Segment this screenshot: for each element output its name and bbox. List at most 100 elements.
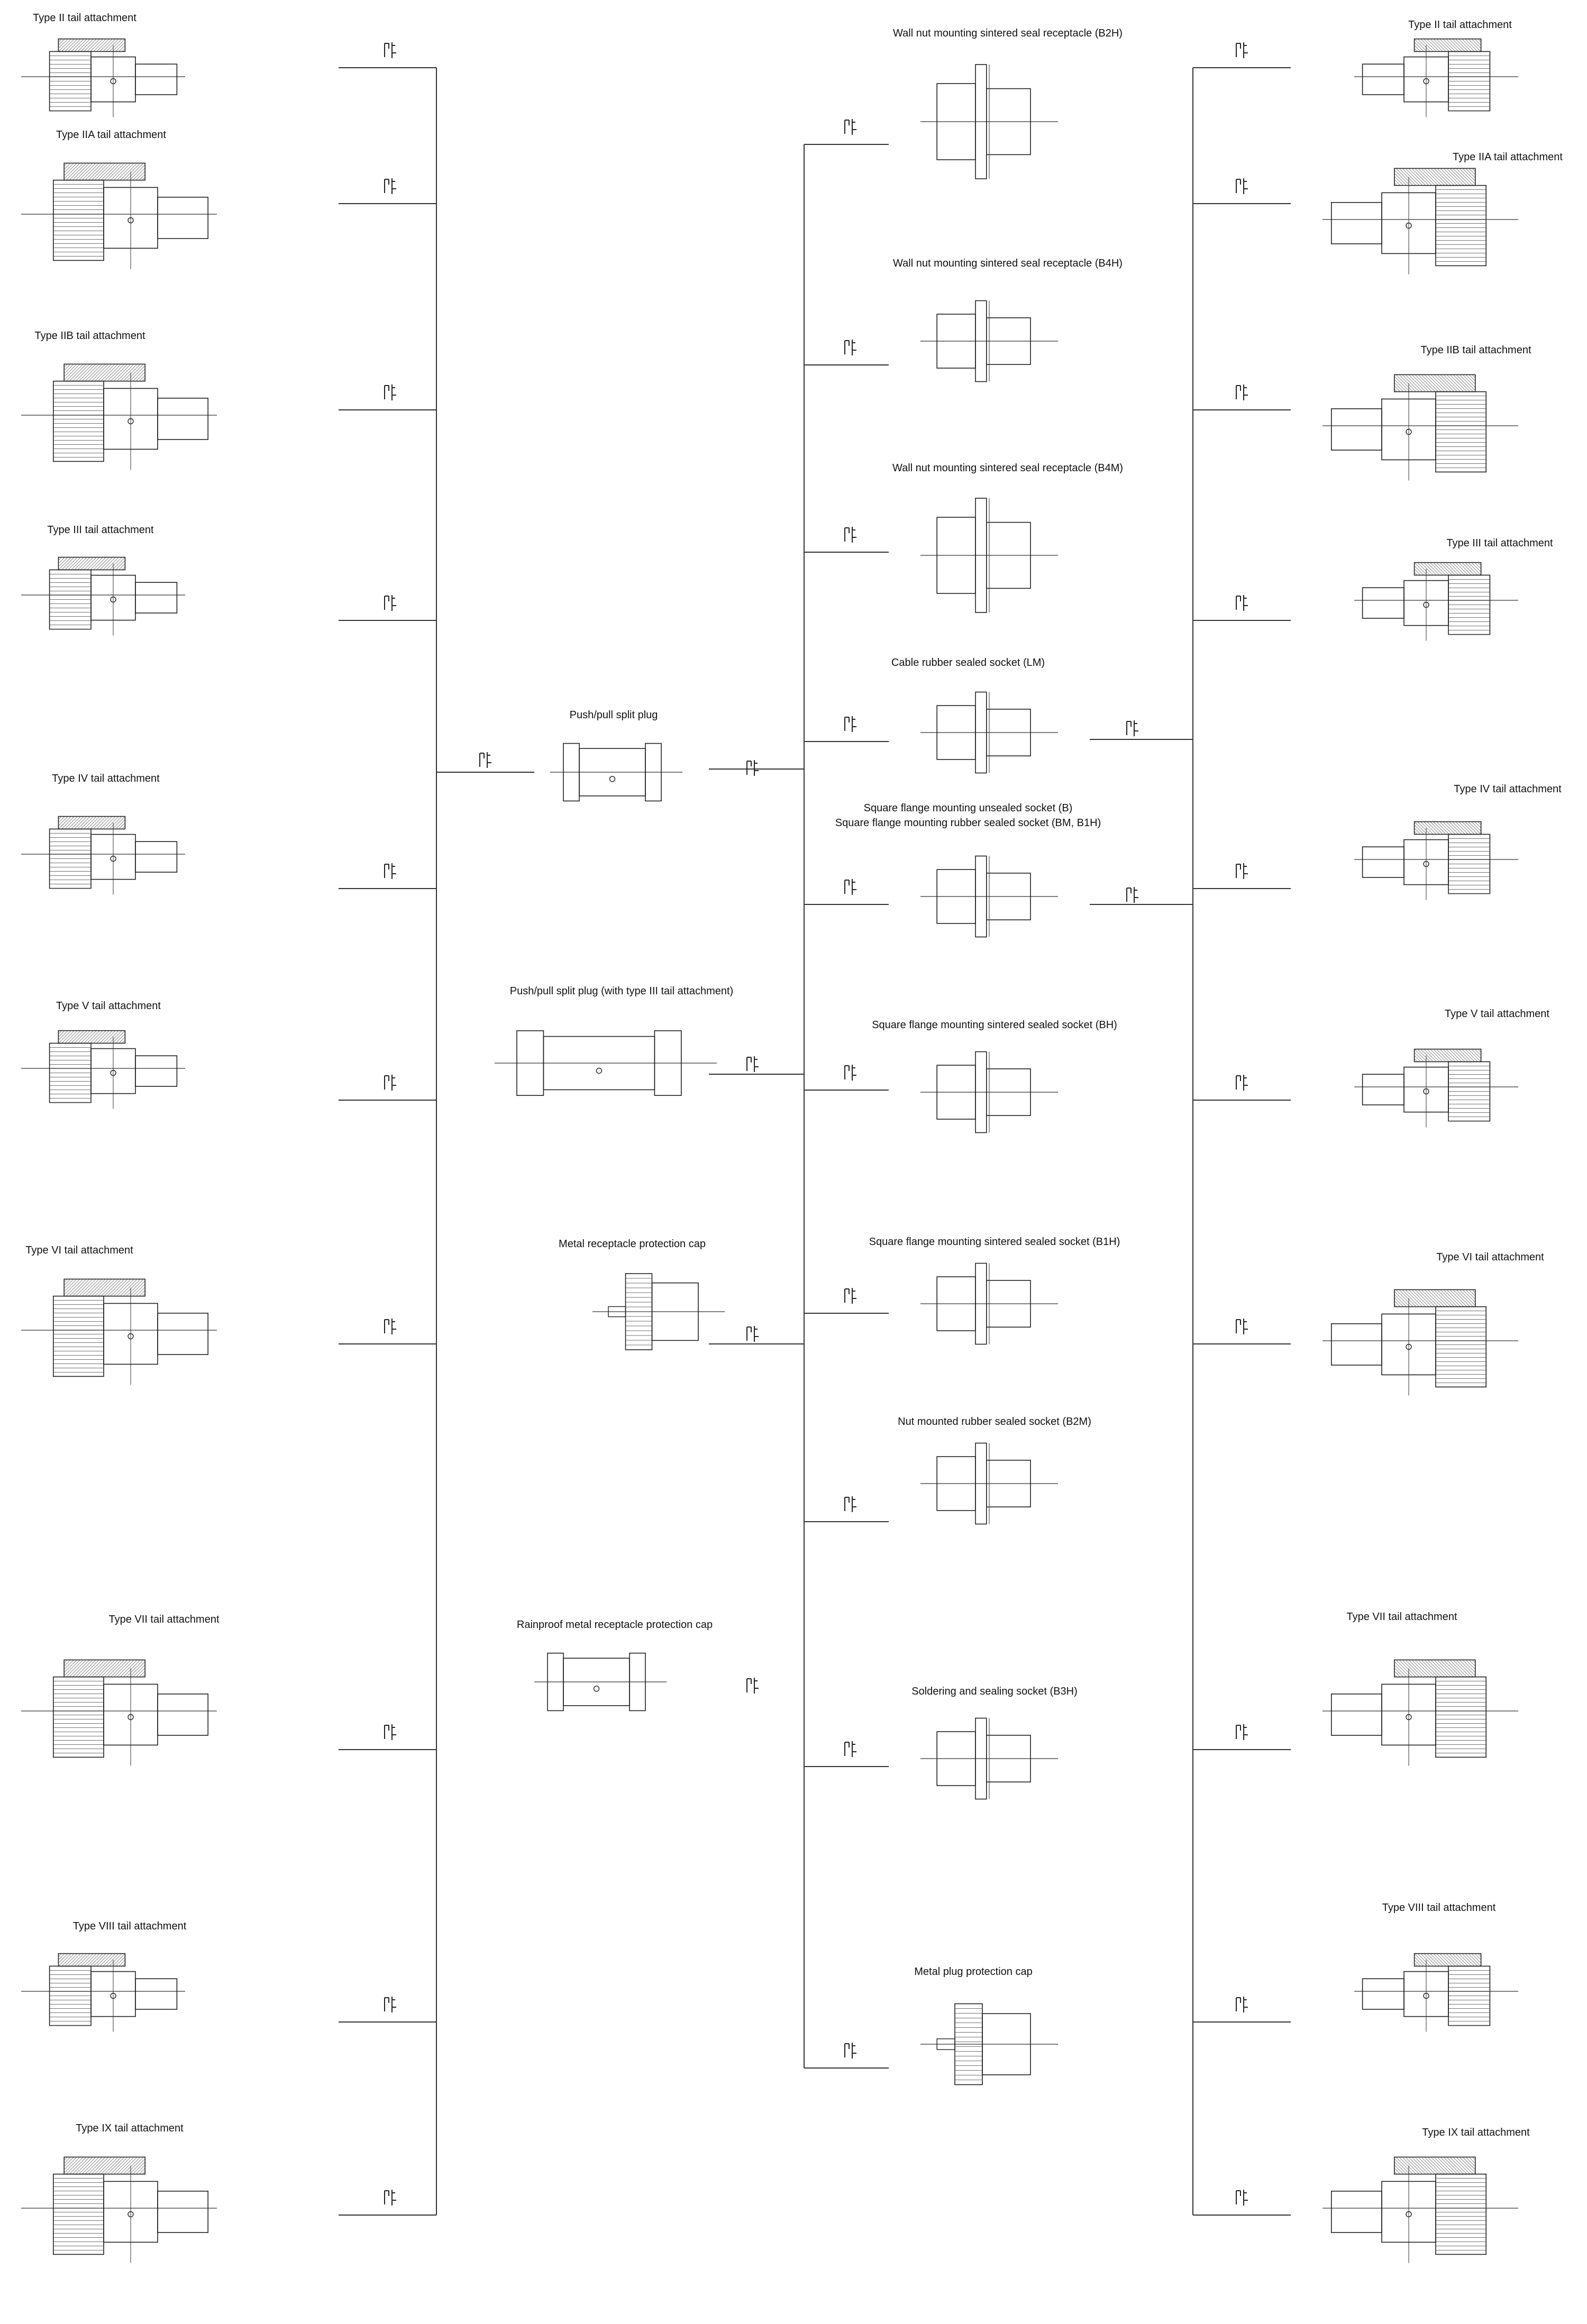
left-tail-drawing — [21, 38, 185, 117]
plug-mate-symbol-icon — [844, 2043, 856, 2058]
plug-mate-symbol-icon — [1236, 863, 1248, 879]
right-tail-label: Type IX tail attachment — [1422, 2127, 1530, 2138]
plug-mate-symbol-icon — [384, 178, 396, 194]
right-tail-drawing — [1354, 821, 1518, 900]
plug-mate-symbol-icon — [479, 752, 491, 768]
left-tail-drawing — [21, 1030, 185, 1109]
plug-mate-symbol-icon — [384, 385, 396, 400]
plug-mate-symbol-icon — [844, 527, 856, 543]
right-tail-label: Type III tail attachment — [1446, 537, 1553, 549]
right-tail-label: Type IIA tail attachment — [1453, 151, 1563, 163]
plug-mate-symbol-icon — [844, 119, 856, 135]
plug-mate-symbol-icon — [746, 760, 759, 776]
receptacle-drawing — [920, 855, 1058, 938]
left-tail-label: Type IX tail attachment — [76, 2122, 184, 2134]
center-plug-label: Push/pull split plug (with type III tail… — [509, 985, 734, 997]
center-plug-drawing — [495, 1030, 717, 1096]
plug-mate-symbol-icon — [844, 879, 856, 895]
receptacle-drawing — [920, 2003, 1058, 2085]
plug-mate-symbol-icon — [384, 1997, 396, 2012]
plug-mate-symbol-icon — [1126, 720, 1138, 736]
right-tail-drawing — [1322, 1289, 1518, 1396]
plug-mate-symbol-icon — [384, 863, 396, 879]
left-tail-drawing — [21, 363, 217, 470]
center-plug-label: Rainproof metal receptacle protection ca… — [516, 1619, 713, 1631]
plug-mate-symbol-icon — [844, 340, 856, 355]
receptacle-label: Square flange mounting sintered sealed s… — [872, 1019, 1117, 1031]
plug-mate-symbol-icon — [1236, 1724, 1248, 1740]
right-tail-drawing — [1322, 2156, 1518, 2263]
left-tail-label: Type VI tail attachment — [25, 1245, 133, 1256]
left-tail-drawing — [21, 2156, 217, 2263]
receptacle-drawing — [920, 1262, 1058, 1345]
plug-mate-symbol-icon — [844, 1065, 856, 1081]
right-tail-label: Type V tail attachment — [1445, 1008, 1549, 1020]
center-plug-drawing — [592, 1273, 725, 1350]
plug-mate-symbol-icon — [844, 1288, 856, 1304]
left-tail-label: Type IIB tail attachment — [34, 330, 145, 342]
left-tail-label: Type IIA tail attachment — [56, 129, 166, 141]
right-tail-drawing — [1354, 562, 1518, 641]
left-tail-label: Type VII tail attachment — [108, 1614, 220, 1625]
receptacle-label: Wall nut mounting sintered seal receptac… — [893, 258, 1123, 269]
receptacle-label: Nut mounted rubber sealed socket (B2M) — [898, 1416, 1091, 1428]
receptacle-label: Square flange mounting unsealed socket (… — [863, 802, 1073, 814]
plug-mate-symbol-icon — [1126, 887, 1138, 903]
left-tail-label: Type IV tail attachment — [52, 773, 160, 784]
right-tail-label: Type IV tail attachment — [1454, 783, 1562, 795]
right-tail-label: Type VI tail attachment — [1436, 1251, 1544, 1263]
left-tail-label: Type II tail attachment — [33, 12, 136, 24]
receptacle-drawing — [920, 691, 1058, 774]
receptacle-drawing — [920, 1051, 1058, 1133]
center-plug-label: Metal receptacle protection cap — [559, 1238, 706, 1250]
receptacle-label: Soldering and sealing socket (B3H) — [911, 1686, 1078, 1697]
receptacle-label: Square flange mounting sintered sealed s… — [869, 1236, 1120, 1248]
plug-mate-symbol-icon — [384, 2190, 396, 2206]
right-tail-label: Type II tail attachment — [1408, 19, 1512, 31]
receptacle-drawing — [920, 64, 1058, 179]
plug-mate-symbol-icon — [1236, 385, 1248, 400]
left-tail-drawing — [21, 556, 185, 636]
plug-mate-symbol-icon — [1236, 2190, 1248, 2206]
plug-mate-symbol-icon — [1236, 1075, 1248, 1091]
left-tail-drawing — [21, 816, 185, 895]
plug-mate-symbol-icon — [1236, 178, 1248, 194]
right-tail-drawing — [1322, 168, 1518, 275]
plug-mate-symbol-icon — [1236, 1319, 1248, 1334]
right-tail-drawing — [1322, 1659, 1518, 1766]
plug-mate-symbol-icon — [844, 716, 856, 732]
right-tail-label: Type VII tail attachment — [1346, 1611, 1457, 1623]
plug-mate-symbol-icon — [746, 1056, 759, 1072]
right-tail-drawing — [1322, 374, 1518, 481]
plug-mate-symbol-icon — [1236, 595, 1248, 611]
center-plug-drawing — [534, 1652, 667, 1712]
plug-mate-symbol-icon — [384, 42, 396, 58]
left-tail-drawing — [21, 1953, 185, 2032]
receptacle-drawing — [920, 498, 1058, 613]
plug-mate-symbol-icon — [844, 1496, 856, 1512]
receptacle-label-secondary: Square flange mounting rubber sealed soc… — [835, 817, 1101, 829]
plug-mate-symbol-icon — [384, 1724, 396, 1740]
left-tail-label: Type III tail attachment — [47, 524, 154, 536]
plug-mate-symbol-icon — [384, 595, 396, 611]
center-plug-drawing — [550, 743, 682, 802]
left-tail-drawing — [21, 1278, 217, 1385]
receptacle-label: Metal plug protection cap — [914, 1966, 1033, 1978]
right-tail-drawing — [1354, 38, 1518, 117]
center-plug-label: Push/pull split plug — [569, 709, 658, 721]
left-tail-label: Type VIII tail attachment — [72, 1920, 187, 1932]
receptacle-drawing — [920, 1717, 1058, 1800]
plug-mate-symbol-icon — [1236, 1997, 1248, 2012]
right-tail-label: Type VIII tail attachment — [1382, 1902, 1496, 1914]
receptacle-label: Wall nut mounting sintered seal receptac… — [893, 28, 1123, 39]
receptacle-label: Wall nut mounting sintered seal receptac… — [892, 462, 1124, 474]
receptacle-label: Cable rubber sealed socket (LM) — [891, 657, 1045, 669]
right-tail-drawing — [1354, 1048, 1518, 1128]
left-tail-drawing — [21, 162, 217, 269]
plug-mate-symbol-icon — [384, 1075, 396, 1091]
plug-mate-symbol-icon — [844, 1741, 856, 1757]
left-tail-label: Type V tail attachment — [56, 1000, 161, 1012]
receptacle-drawing — [920, 1442, 1058, 1525]
